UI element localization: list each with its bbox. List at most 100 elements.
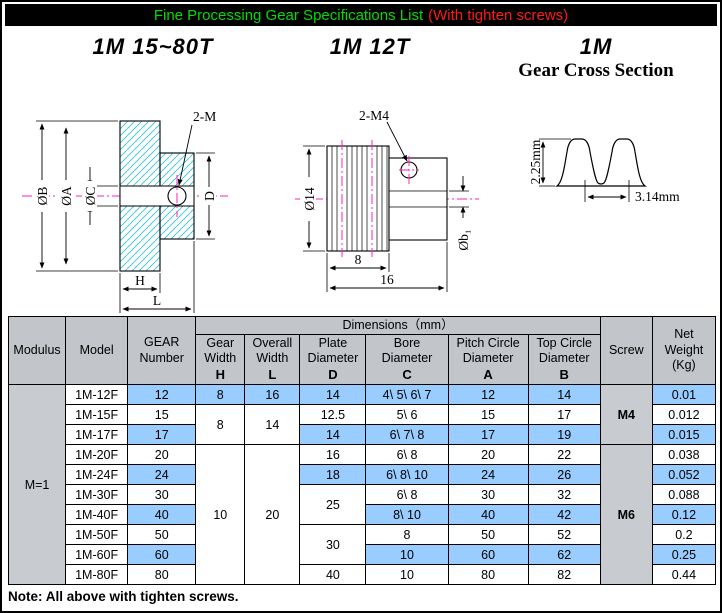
drawing-gear-front: 1M 12T [264, 26, 479, 316]
drawing-1-title: 1M 15~80T [92, 34, 214, 59]
cell-weight: 0.052 [651, 464, 717, 485]
cell-overall-width: 16 [244, 384, 301, 405]
label-dia-b: ØB [35, 187, 50, 206]
cell-screw-m4: M4 [599, 384, 653, 445]
cell-bore-diameter: 6\ 8 [365, 444, 449, 465]
drawing-tooth-profile: 1M Gear Cross Section 2.25mm 3.14mm [476, 26, 716, 316]
cell-pitch-diameter: 40 [447, 504, 529, 525]
drawing-3-title-2: Gear Cross Section [518, 60, 674, 81]
teeth-block [326, 145, 390, 252]
cell-plate-diameter: 14 [299, 424, 367, 445]
cell-overall-width: 20 [244, 444, 301, 585]
cell-pitch-diameter: 17 [447, 424, 529, 445]
cell-bore-diameter: 8\ 10 [365, 504, 449, 525]
footer-note: Note: All above with tighten screws. [8, 589, 239, 604]
label-bore-b1: Øb₁ [456, 229, 471, 250]
cell-model: 1M-12F [65, 384, 129, 405]
col-header-screw: Screw [599, 316, 653, 385]
table-row: M=1 1M-12F 12 8 16 14 4\ 5\ 6\ 7 12 14 M… [7, 384, 717, 585]
cell-model: 1M-50F [65, 524, 129, 545]
table-row: 1M-17F 17 14 6\ 7\ 8 17 19 0.015 [9, 424, 717, 445]
cell-bore-diameter: 6\ 8 [365, 484, 449, 505]
cell-screw-m6: M6 [599, 444, 653, 585]
table-row: 1M-30F 30 25 6\ 8 30 32 0.088 [9, 484, 717, 525]
cell-model: 1M-15F [65, 404, 129, 425]
cell-weight: 0.01 [651, 384, 717, 405]
col-header-net-weight: Net Weight (Kg) [651, 316, 717, 385]
cell-gear-number: 20 [127, 444, 197, 465]
hub-block [388, 157, 448, 241]
label-h: H [135, 273, 145, 288]
drawing-gear-section: 1M 15~80T 2-M ØB ØA [2, 26, 264, 316]
header-row-top: Modulus Model GEAR Number Dimensions（mm）… [7, 316, 717, 385]
label-dia14: Ø14 [302, 187, 317, 210]
cell-model: 1M-40F [65, 504, 129, 525]
cell-weight: 0.12 [651, 504, 717, 525]
label-dia-a: ØA [59, 186, 74, 206]
cell-model: 1M-20F [65, 444, 129, 465]
cell-model: 1M-24F [65, 464, 129, 485]
cell-bore-diameter: 8 [365, 524, 449, 545]
col-header-model: Model [65, 316, 129, 385]
label-2m4: 2-M4 [359, 108, 389, 123]
cell-top-diameter: 52 [527, 524, 601, 545]
cell-bore-diameter: 5\ 6 [365, 404, 449, 425]
cell-gear-number: 15 [127, 404, 197, 425]
cell-top-diameter: 22 [527, 444, 601, 465]
table-row: 1M-60F 60 10 60 62 0.25 [9, 544, 717, 565]
title-bar: Fine Processing Gear Specifications List… [5, 4, 717, 26]
cell-top-diameter: 19 [527, 424, 601, 445]
table-row: 1M-40F 40 8\ 10 40 42 0.12 [9, 504, 717, 525]
cell-gear-number: 80 [127, 564, 197, 585]
cell-plate-diameter: 30 [299, 524, 367, 565]
drawing-2-title: 1M 12T [329, 34, 411, 59]
cell-top-diameter: 62 [527, 544, 601, 565]
cell-pitch-diameter: 20 [447, 444, 529, 465]
gear-front-view-svg: 2-M4 Ø14 Øb₁ 8 16 [295, 108, 479, 292]
cell-weight: 0.012 [651, 404, 717, 425]
cell-top-diameter: 26 [527, 464, 601, 485]
tooth-profile-path [555, 138, 647, 187]
cell-weight: 0.038 [651, 444, 717, 465]
cell-bore-diameter: 6\ 8\ 10 [365, 464, 449, 485]
cell-gear-number: 60 [127, 544, 197, 565]
cell-model: 1M-60F [65, 544, 129, 565]
label-2m: 2-M [193, 109, 216, 124]
table-row: 1M-50F 50 30 8 50 52 0.2 [9, 524, 717, 565]
cell-weight: 0.088 [651, 484, 717, 505]
cell-top-diameter: 14 [527, 384, 601, 405]
table-row: 1M-80F 80 40 10 80 82 0.44 [9, 564, 717, 585]
cell-plate-diameter: 40 [299, 564, 367, 585]
label-depth-225: 2.25mm [528, 139, 543, 184]
cell-gear-number: 40 [127, 504, 197, 525]
cell-model: 1M-80F [65, 564, 129, 585]
cell-top-diameter: 32 [527, 484, 601, 505]
label-d: D [202, 191, 217, 201]
cell-plate-diameter: 12.5 [299, 404, 367, 425]
cell-weight: 0.015 [651, 424, 717, 445]
cell-plate-diameter: 16 [299, 444, 367, 465]
label-width-8: 8 [355, 252, 362, 267]
cell-weight: 0.25 [651, 544, 717, 565]
dimensions-header: Dimensions（mm） [195, 316, 601, 335]
cell-bore-diameter: 10 [365, 544, 449, 565]
cell-pitch-diameter: 30 [447, 484, 529, 505]
cell-pitch-diameter: 24 [447, 464, 529, 485]
label-l: L [153, 293, 161, 308]
gear-side-section-svg: 2-M ØB ØA ØC D [22, 109, 228, 313]
label-dia-c: ØC [83, 187, 98, 206]
cell-gear-number: 24 [127, 464, 197, 485]
cell-bore-diameter: 4\ 5\ 6\ 7 [365, 384, 449, 405]
col-header-gear-number: GEAR Number [127, 316, 197, 385]
cell-weight: 0.2 [651, 524, 717, 545]
cell-plate-diameter: 25 [299, 484, 367, 525]
page-title-suffix: (With tighten screws) [428, 6, 569, 24]
cell-gear-width: 10 [195, 444, 246, 585]
cell-model: 1M-30F [65, 484, 129, 505]
